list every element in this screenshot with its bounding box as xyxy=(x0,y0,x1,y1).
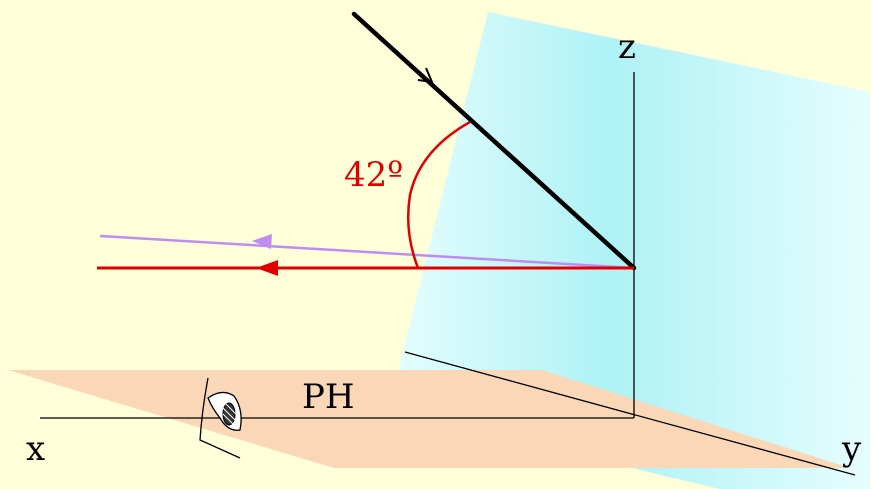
plane-label: PH xyxy=(302,377,355,417)
x-axis-label: x xyxy=(26,429,45,469)
eye-icon xyxy=(199,377,242,459)
sun-ray xyxy=(351,11,637,271)
violet-ray xyxy=(99,234,635,270)
red-ray-arrow xyxy=(256,260,278,276)
angle-label: 42º xyxy=(344,155,403,195)
angle-arc xyxy=(406,120,471,269)
violet-ray-arrow xyxy=(252,234,272,249)
sun-ray-arrow xyxy=(417,67,434,84)
y-axis-label: y xyxy=(841,429,862,469)
z-axis-label: z xyxy=(618,27,636,67)
y-axis-line xyxy=(404,351,856,476)
